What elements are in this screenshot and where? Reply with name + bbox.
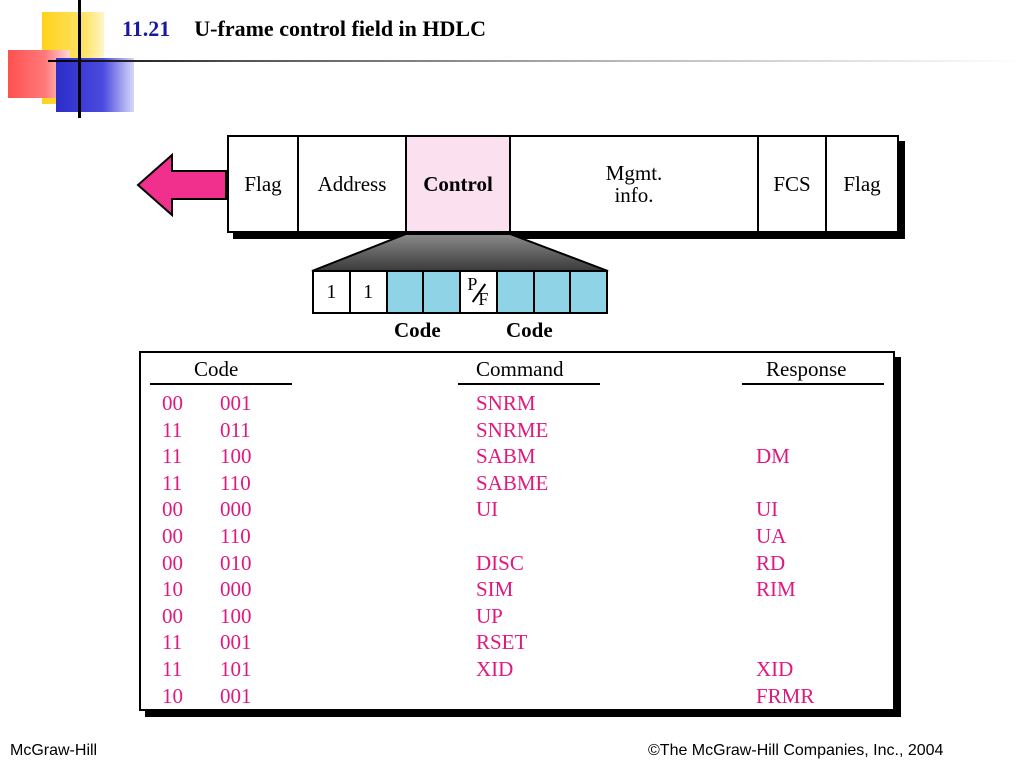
table-cell-code-prefix: 11 [162, 470, 183, 495]
frame-field-flag-end: Flag [843, 172, 881, 196]
table-cell-command: SABME [476, 470, 549, 495]
table-cell-code-suffix: 100 [220, 603, 252, 628]
frame-field-flag-start: Flag [229, 137, 299, 231]
table-cell-code-suffix: 110 [220, 524, 251, 548]
table-cell-code-suffix: 001 [220, 630, 252, 655]
table-cell-code-suffix: 000 [220, 577, 252, 602]
table-cell-code-prefix: 11 [162, 417, 183, 442]
control-bit-code-3 [497, 272, 535, 312]
table-cell-response: RD [756, 550, 786, 575]
table-cell-code-suffix: 001 [220, 683, 252, 708]
footer-copyright: ©The McGraw-Hill Companies, Inc., 2004 [648, 742, 944, 759]
control-bit-poll-final: P F [461, 272, 498, 312]
table-cell-command: DISC [476, 550, 524, 575]
control-zoom-wedge [311, 233, 609, 272]
table-cell-command: SNRM [476, 391, 536, 415]
table-cell-code-suffix: 100 [220, 444, 252, 469]
frame-field-mgmt-info: Mgmt. info. [511, 137, 759, 231]
table-cell-response: FRMR [756, 683, 815, 708]
header-response-underline [742, 383, 884, 385]
hdlc-frame: Flag Address Control Mgmt. info. FCS Fla… [227, 135, 899, 233]
u-frame-code-table [139, 351, 895, 711]
decor-vertical-line [78, 0, 81, 118]
table-cell-code-prefix: 00 [162, 391, 183, 415]
pf-f: F [478, 289, 489, 309]
control-bit-1: 1 [314, 272, 351, 312]
table-cell-code-prefix: 10 [162, 683, 183, 708]
header-response: Response [766, 357, 847, 381]
frame-field-control: Control [407, 137, 511, 231]
table-cell-command: SABM [476, 444, 536, 469]
table-cell-code-prefix: 11 [162, 657, 183, 681]
header-code-underline [150, 383, 292, 385]
table-cell-response: UI [756, 497, 779, 522]
decor-blue-block [56, 58, 134, 112]
control-bit-2: 1 [351, 272, 388, 312]
table-cell-code-prefix: 00 [162, 497, 183, 522]
table-cell-response: UA [756, 524, 787, 548]
table-cell-code-suffix: 110 [220, 470, 251, 495]
frame-field-address: Address [299, 137, 407, 231]
table-cell-code-suffix: 001 [220, 391, 252, 415]
table-cell-command: XID [476, 657, 514, 681]
table-cell-code-suffix: 101 [220, 657, 252, 681]
code-label-right: Code [506, 318, 553, 342]
table-cell-response: DM [756, 444, 790, 469]
table-cell-code-prefix: 11 [162, 444, 183, 469]
control-bit-code-1 [387, 272, 425, 312]
table-cell-code-suffix: 011 [220, 417, 251, 442]
figure-title: U-frame control field in HDLC [194, 16, 486, 41]
decor-horizontal-line [48, 60, 1024, 62]
table-cell-code-suffix: 000 [220, 497, 252, 522]
control-bit-code-5 [571, 272, 606, 312]
control-bit-code-4 [534, 272, 572, 312]
header-code: Code [194, 357, 239, 381]
table-cell-command: SNRME [476, 417, 549, 442]
table-cell-code-prefix: 00 [162, 603, 183, 628]
table-cell-code-prefix: 00 [162, 550, 183, 575]
table-cell-command: RSET [476, 630, 528, 655]
footer-publisher: McGraw-Hill [10, 742, 98, 759]
table-cell-command: UP [476, 603, 503, 628]
header-command-underline [458, 383, 600, 385]
table-cell-code-prefix: 10 [162, 577, 183, 602]
frame-field-fcs: FCS [759, 137, 827, 231]
code-label-left: Code [394, 318, 441, 342]
table-cell-code-prefix: 11 [162, 630, 183, 655]
control-bits: 1 1 P F [312, 270, 608, 314]
table-cell-response: RIM [756, 577, 796, 602]
header-command: Command [476, 357, 564, 381]
slide-title: 11.21 U-frame control field in HDLC [122, 16, 486, 42]
figure-number: 11.21 [122, 16, 171, 41]
table-cell-command: SIM [476, 577, 514, 602]
table-cell-code-prefix: 00 [162, 524, 183, 548]
pf-p: P [467, 274, 478, 294]
table-cell-code-suffix: 010 [220, 550, 252, 575]
table-cell-command: UI [476, 497, 499, 522]
control-bit-code-2 [424, 272, 461, 312]
table-cell-response: XID [756, 657, 794, 681]
direction-arrow-icon [136, 152, 227, 218]
